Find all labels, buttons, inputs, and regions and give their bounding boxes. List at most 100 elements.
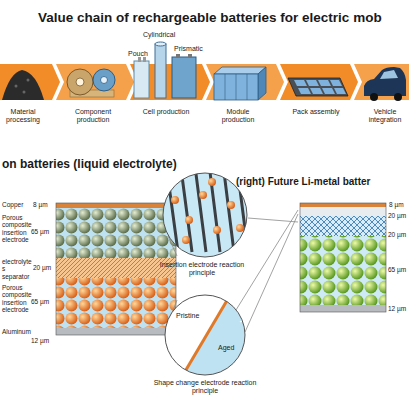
liquid-cell-stack-part — [56, 328, 176, 335]
shape-label: Pouch — [128, 50, 148, 58]
liquid-cell-stack-part — [56, 203, 176, 208]
li-metal-cell-stack-part — [300, 207, 386, 216]
li-metal-cell-stack-part — [300, 236, 386, 305]
state-label: Aged — [218, 344, 234, 352]
stage-label: Component production — [64, 108, 122, 124]
component-rolls-icon-part — [67, 69, 93, 95]
powder-icon-part — [15, 85, 18, 88]
cell-icons-part — [188, 54, 192, 57]
pack-icon-part — [330, 80, 342, 86]
dimension-label: 65 µm — [31, 298, 49, 305]
insertion-circle-part-part — [182, 236, 190, 244]
dimension-label: 12 µm — [388, 305, 406, 312]
dimension-label: 20 µm — [33, 264, 51, 271]
li-metal-cell-stack-part — [300, 203, 386, 312]
pack-icon-part — [322, 88, 335, 94]
principle-label: Shape change electrode reaction principl… — [145, 379, 265, 395]
pack-icon-part — [298, 88, 311, 94]
layer-label: Porous composite insertion electrode — [2, 214, 32, 243]
shape-change-circle-part-part — [236, 302, 258, 334]
vehicle-icon-part — [394, 93, 402, 101]
stage-label: Material processing — [0, 108, 46, 124]
module-icon-part — [214, 67, 266, 74]
cell-icons-part — [143, 57, 146, 62]
stage-label: Cell production — [140, 108, 192, 116]
dimension-label: 65 µm — [31, 228, 49, 235]
dimension-label: 65 µm — [388, 266, 406, 273]
value-chain-band — [0, 64, 409, 100]
pack-icon-part — [310, 88, 323, 94]
module-icon-part — [214, 74, 258, 100]
insertion-circle-part-part — [227, 201, 235, 209]
value-chain-band-part — [280, 64, 358, 100]
insertion-circle-part-part — [171, 196, 179, 204]
liquid-cell-stack-part — [56, 208, 176, 258]
powder-icon-part — [23, 91, 26, 94]
principle-label: Insertion electrode reaction principle — [152, 261, 252, 277]
liquid-cell-stack-part — [56, 278, 176, 328]
insertion-circle-part-part — [213, 226, 221, 234]
li-metal-cell-stack-part — [300, 305, 386, 312]
cell-icons-part — [155, 42, 166, 46]
powder-icon — [2, 70, 44, 100]
vehicle-icon — [364, 67, 406, 101]
leader-lines-part — [245, 214, 298, 332]
component-rolls-icon — [67, 69, 115, 97]
pack-icon — [288, 78, 348, 96]
insertion-circle-part-part — [236, 224, 244, 232]
powder-icon-part — [2, 70, 44, 100]
value-chain-band-part — [56, 64, 134, 100]
dimension-label: 8 µm — [389, 201, 404, 208]
pack-icon-part — [294, 80, 307, 86]
title: Value chain of rechargeable batteries fo… — [38, 10, 382, 25]
insertion-circle-part-part — [185, 216, 193, 224]
component-rolls-icon-part — [76, 78, 84, 86]
component-rolls-icon-part — [101, 77, 108, 84]
insertion-circle-part — [163, 173, 247, 257]
li-metal-cell-stack-part — [300, 203, 386, 207]
dimension-label: 12 µm — [31, 337, 49, 344]
layer-label: Aluminum — [2, 328, 31, 335]
value-chain-band-part — [354, 64, 409, 100]
pack-icon-part — [334, 88, 346, 94]
vehicle-icon-part — [370, 93, 378, 101]
li-metal-cell-stack — [300, 203, 386, 312]
liquid-cell-stack-part — [56, 258, 176, 278]
cell-icons-part — [138, 57, 141, 62]
module-icon-part — [225, 74, 247, 100]
shape-change-circle-part-part — [180, 292, 260, 380]
cell-icons-part — [155, 44, 166, 98]
insertion-circle-part-part — [199, 191, 207, 199]
section-heading: on batteries (liquid electrolyte) — [2, 158, 177, 171]
shape-change-circle-part — [165, 295, 245, 375]
cell-icons-part — [134, 61, 149, 98]
shape-label: Prismatic — [174, 45, 203, 53]
cell-icons-part — [172, 57, 196, 98]
pack-icon-part — [318, 80, 331, 86]
layer-label: electrolyte s separator — [2, 258, 32, 280]
layer-label: Copper — [2, 201, 23, 208]
shape-change-circle-part-part — [180, 292, 232, 380]
component-rolls-icon-part — [93, 69, 115, 91]
layer-label: Porous composite insertion electrode — [2, 284, 32, 313]
dimension-label: 20 µm — [388, 212, 406, 219]
powder-icon-part — [27, 79, 30, 82]
leader-lines-part — [248, 218, 298, 222]
liquid-cell-stack — [56, 203, 176, 335]
vehicle-icon-part — [364, 67, 406, 96]
shape-change-circle-part — [160, 290, 260, 380]
stage-label: Pack assembly — [290, 108, 342, 116]
module-icon — [214, 67, 266, 100]
stage-label: Vehicle integration — [364, 108, 406, 124]
section-heading: (right) Future Li-metal batter — [236, 176, 370, 187]
shape-change-circle — [160, 290, 260, 380]
insertion-circle-part-part — [208, 178, 216, 186]
state-label: Pristine — [176, 312, 199, 320]
pack-icon-part — [306, 80, 319, 86]
stage-label: Module production — [212, 108, 264, 124]
shape-label: Cylindrical — [143, 31, 175, 39]
li-metal-cell-stack-part — [300, 216, 386, 236]
dimension-label: 20 µm — [388, 231, 406, 238]
vehicle-icon-part — [380, 70, 398, 79]
